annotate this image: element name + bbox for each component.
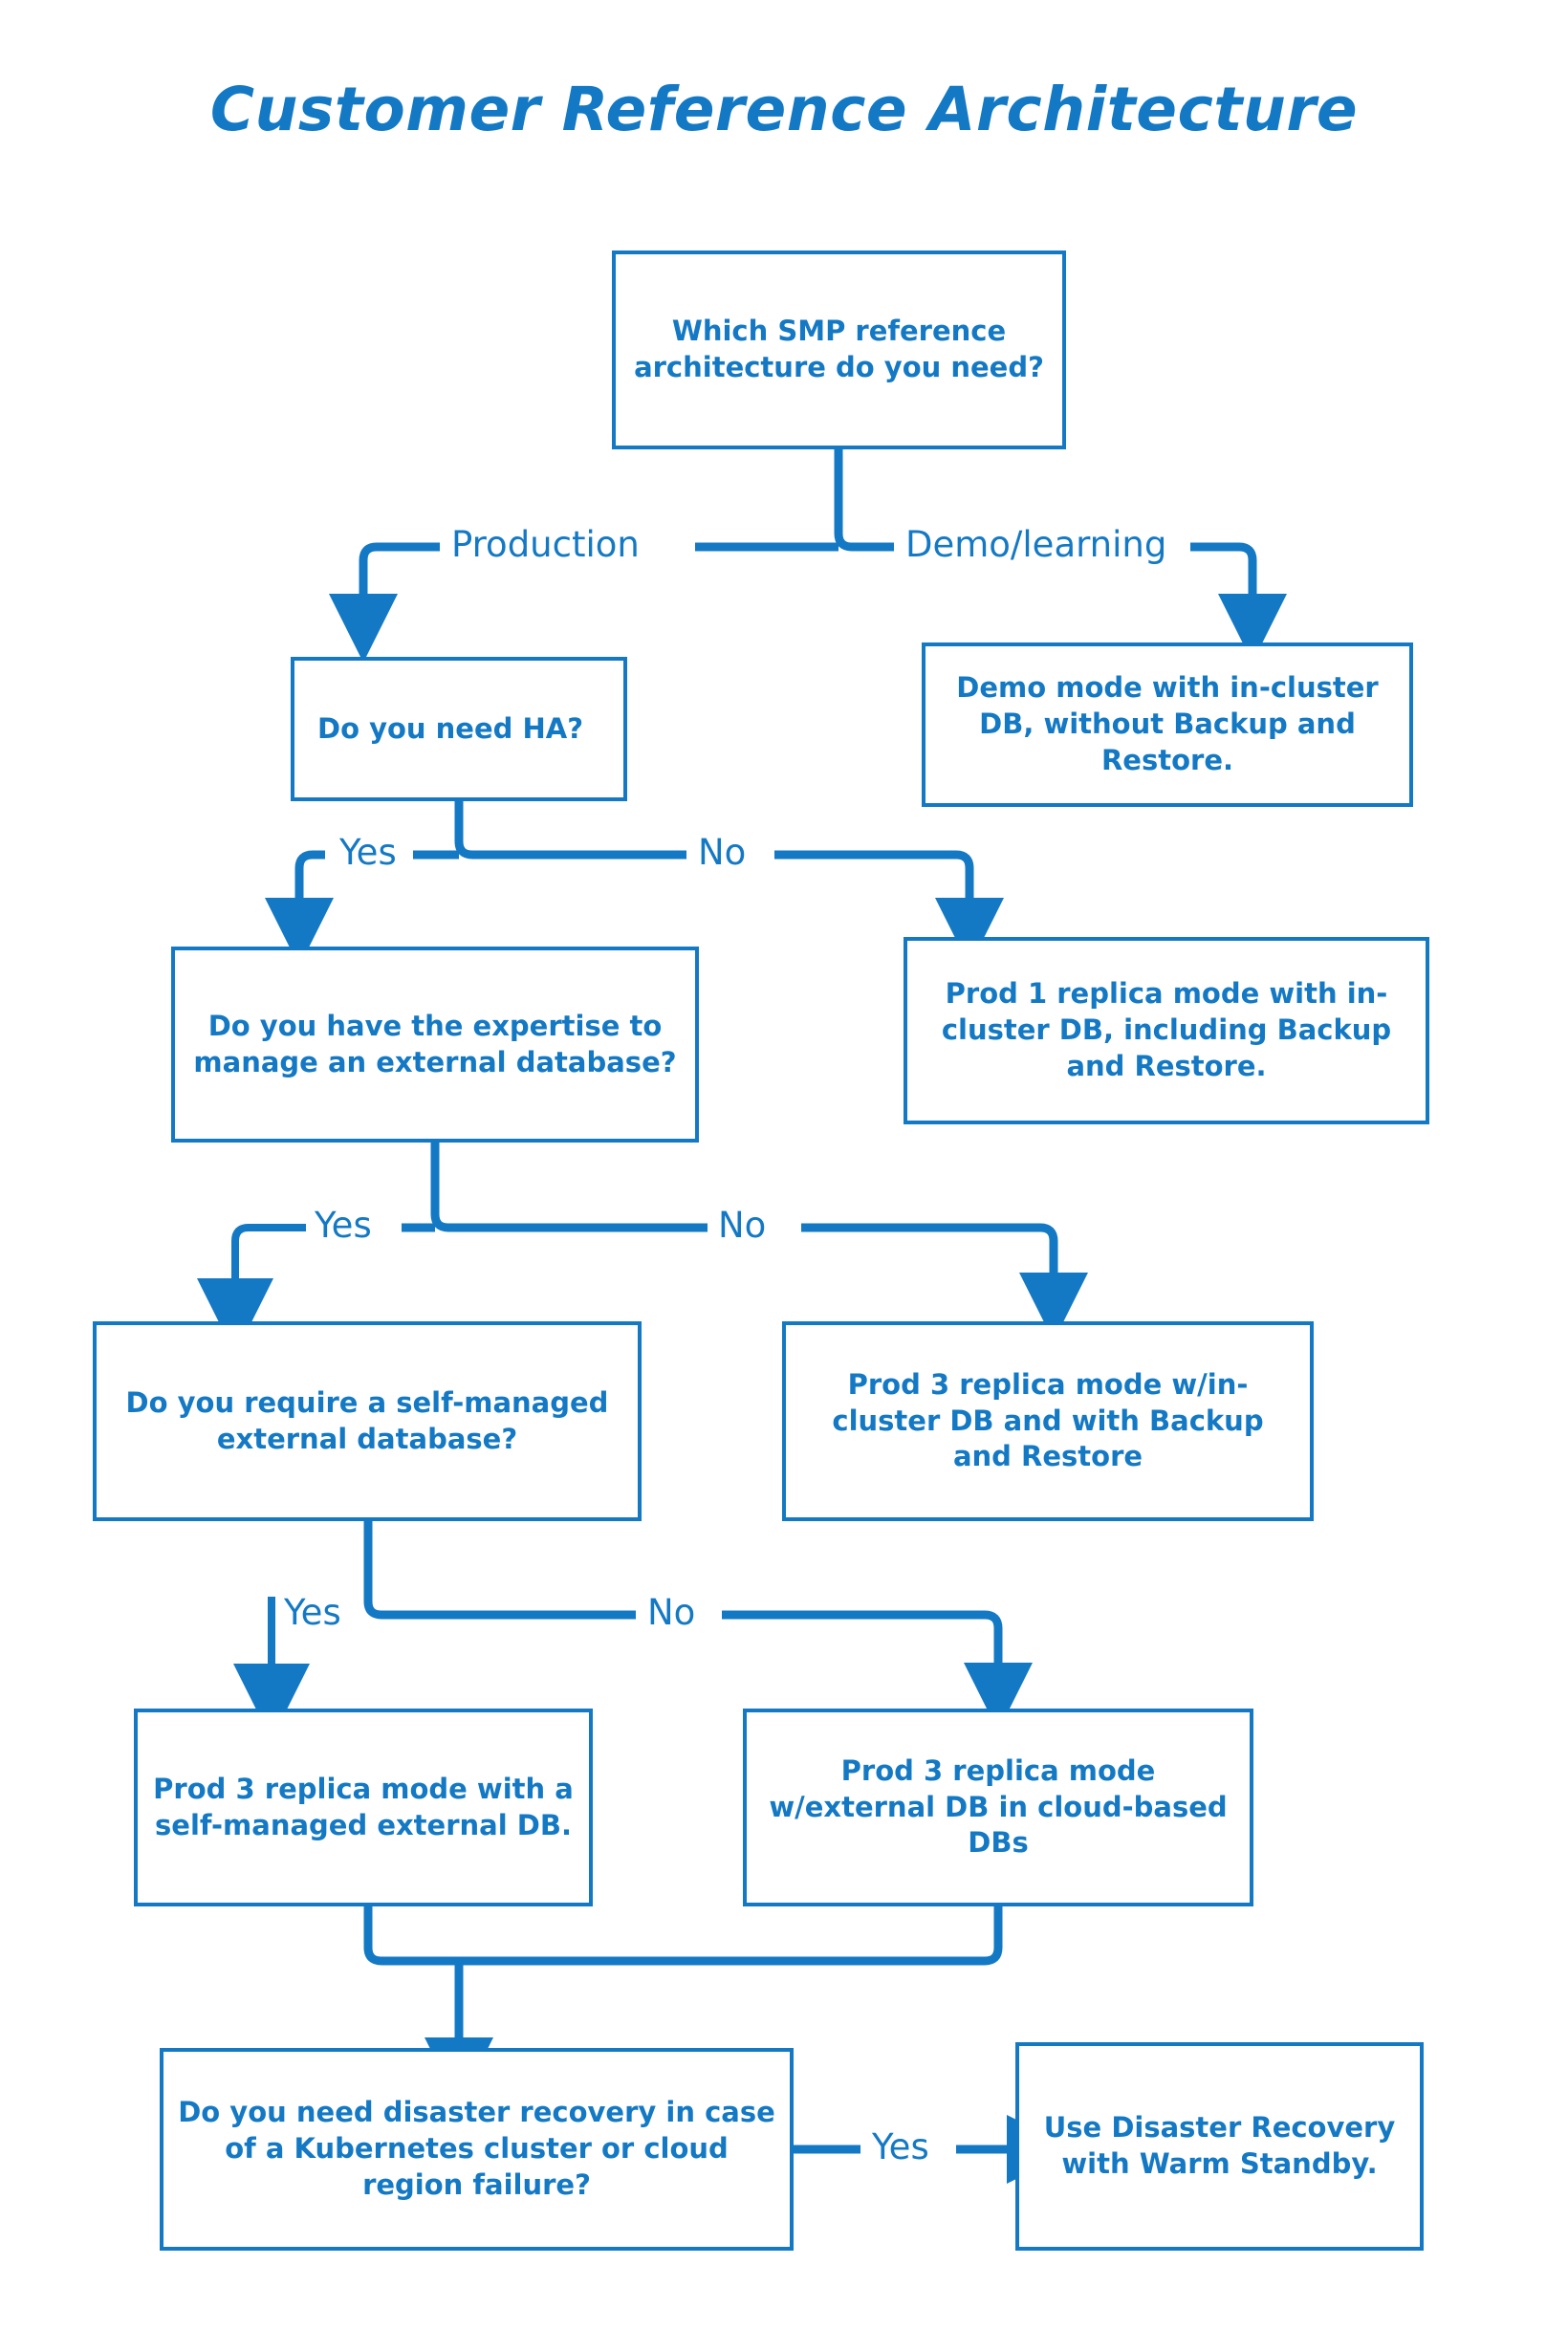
node-do-you-need-disaster-recovery[interactable]: Do you need disaster recovery in case of… bbox=[160, 2048, 794, 2251]
edge-arch-to-demo-stub bbox=[834, 449, 894, 552]
edge-ha-stub-right bbox=[454, 801, 514, 860]
edge-label-expertise-no: No bbox=[709, 1208, 775, 1243]
edge-production-down bbox=[329, 542, 440, 663]
node-prod3-incluster[interactable]: Prod 3 replica mode w/in-cluster DB and … bbox=[782, 1321, 1314, 1521]
node-use-disaster-recovery-warm-standby[interactable]: Use Disaster Recovery with Warm Standby. bbox=[1015, 2042, 1424, 2251]
page-title: Customer Reference Architecture bbox=[209, 75, 1359, 144]
edge-expertise-yes-down bbox=[197, 1224, 316, 1355]
node-do-you-have-expertise[interactable]: Do you have the expertise to manage an e… bbox=[171, 947, 699, 1143]
edge-selfmanaged-no-down bbox=[722, 1610, 1033, 1731]
node-prod1-replica-mode[interactable]: Prod 1 replica mode with in-cluster DB, … bbox=[904, 937, 1429, 1124]
edge-selfmanaged-stub bbox=[363, 1521, 416, 1620]
node-do-you-require-self-managed-db[interactable]: Do you require a self-managed external d… bbox=[93, 1321, 642, 1521]
edge-expertise-no-down bbox=[801, 1223, 1088, 1341]
edge-merge-right bbox=[459, 1906, 1003, 1966]
edge-label-demo-learning: Demo/learning bbox=[897, 527, 1176, 562]
edge-ha-no-down bbox=[774, 850, 1004, 967]
node-do-you-need-ha[interactable]: Do you need HA? bbox=[291, 657, 627, 801]
node-which-smp-reference-architecture[interactable]: Which SMP reference architecture do you … bbox=[612, 250, 1066, 449]
edge-label-dr-yes: Yes bbox=[863, 2129, 938, 2165]
edge-label-selfmanaged-yes: Yes bbox=[275, 1595, 350, 1630]
edge-ha-yes-down bbox=[265, 850, 334, 967]
edge-merge-left bbox=[363, 1906, 459, 1966]
edge-demo-down bbox=[1190, 542, 1287, 663]
node-prod3-cloud-db[interactable]: Prod 3 replica mode w/external DB in clo… bbox=[743, 1709, 1253, 1906]
edge-label-ha-no: No bbox=[689, 835, 755, 870]
edge-label-production: Production bbox=[443, 527, 648, 562]
edge-label-ha-yes: Yes bbox=[331, 835, 405, 870]
edge-label-selfmanaged-no: No bbox=[639, 1595, 705, 1630]
edge-expertise-stub-right bbox=[430, 1143, 478, 1232]
node-prod3-self-managed-db[interactable]: Prod 3 replica mode with a self-managed … bbox=[134, 1709, 593, 1906]
node-demo-mode[interactable]: Demo mode with in-cluster DB, without Ba… bbox=[922, 642, 1413, 807]
edge-label-expertise-yes: Yes bbox=[306, 1208, 381, 1243]
